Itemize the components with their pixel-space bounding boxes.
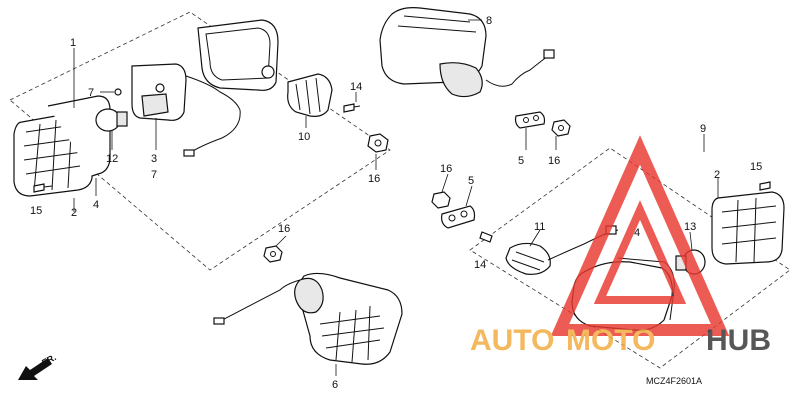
wire-front-left — [185, 75, 241, 155]
assembly-part-8 — [379, 7, 555, 98]
callout-11: 11 — [534, 221, 545, 233]
watermark-logo: AUTO MOTO HUB — [470, 135, 771, 357]
callout-12: 12 — [106, 153, 118, 165]
watermark-triangle-inner — [593, 200, 687, 304]
callout-16-left: 16 — [368, 173, 380, 185]
plate-5-mid — [441, 205, 476, 229]
callout-6: 6 — [332, 379, 338, 391]
assembly-boundary-rear-right — [469, 147, 791, 369]
callout-3: 3 — [151, 153, 157, 165]
screw-15-right — [759, 181, 771, 191]
callout-9: 9 — [700, 123, 706, 135]
plate-5-upper — [514, 111, 546, 129]
nut-16-lower — [263, 245, 283, 263]
callout-numbers: 1 2 4 15 7 12 3 7 10 14 16 8 5 16 16 5 9… — [30, 15, 762, 391]
bulb-front-left — [95, 108, 128, 132]
callout-16-lower: 16 — [278, 223, 290, 235]
direction-label: FR. — [40, 352, 57, 368]
lens-rear-right — [711, 191, 785, 265]
socket-rear-right — [505, 242, 551, 275]
callout-5-upper: 5 — [518, 155, 524, 167]
callout-13: 13 — [684, 221, 696, 233]
nut-16-upper — [551, 119, 571, 137]
front-direction-arrow: FR. — [18, 352, 58, 380]
callout-8: 8 — [486, 15, 492, 27]
callout-16-mid: 16 — [440, 163, 452, 175]
callout-16-upper: 16 — [548, 155, 560, 167]
callout-2-right: 2 — [714, 169, 720, 181]
callout-5-mid: 5 — [468, 175, 474, 187]
watermark-text-auto: AUTO — [470, 324, 554, 357]
watermark-triangle — [550, 135, 730, 336]
nut-16-left — [367, 133, 389, 153]
socket-base-front-left — [131, 63, 187, 121]
assembly-front-left — [9, 11, 391, 271]
leader-lines — [73, 19, 719, 376]
callout-4-left: 4 — [93, 199, 99, 211]
wire-rear-left — [219, 279, 301, 323]
watermark-text-moto: MOTO — [566, 324, 655, 357]
callout-15-left: 15 — [30, 205, 42, 217]
screw-15-left — [33, 183, 53, 193]
callout-10: 10 — [298, 131, 310, 143]
callout-7-lower: 7 — [151, 169, 157, 181]
gasket-front-left — [47, 95, 111, 177]
wire-connector-front-left — [183, 149, 195, 157]
screw-14-right — [479, 231, 493, 243]
callout-7-upper: 7 — [88, 87, 94, 99]
arrow-icon — [18, 358, 52, 380]
callout-1: 1 — [70, 37, 76, 49]
callout-15-right: 15 — [750, 161, 762, 173]
watermark-text-hub: HUB — [706, 324, 771, 357]
callout-2-left: 2 — [71, 207, 77, 219]
housing-front-left — [197, 19, 279, 91]
callout-14-left: 14 — [350, 81, 362, 93]
callout-4-right: 4 — [634, 227, 640, 239]
screw-14-left — [343, 103, 361, 113]
diagram-code: MCZ4F2601A — [646, 376, 702, 386]
bracket-front-left — [287, 73, 333, 117]
assembly-boundary-front-left — [9, 11, 391, 271]
callout-14-right: 14 — [474, 259, 486, 271]
turn-signal-rear-left — [213, 272, 403, 365]
screw-7-left — [114, 88, 122, 96]
nut-16-mid — [431, 191, 451, 209]
